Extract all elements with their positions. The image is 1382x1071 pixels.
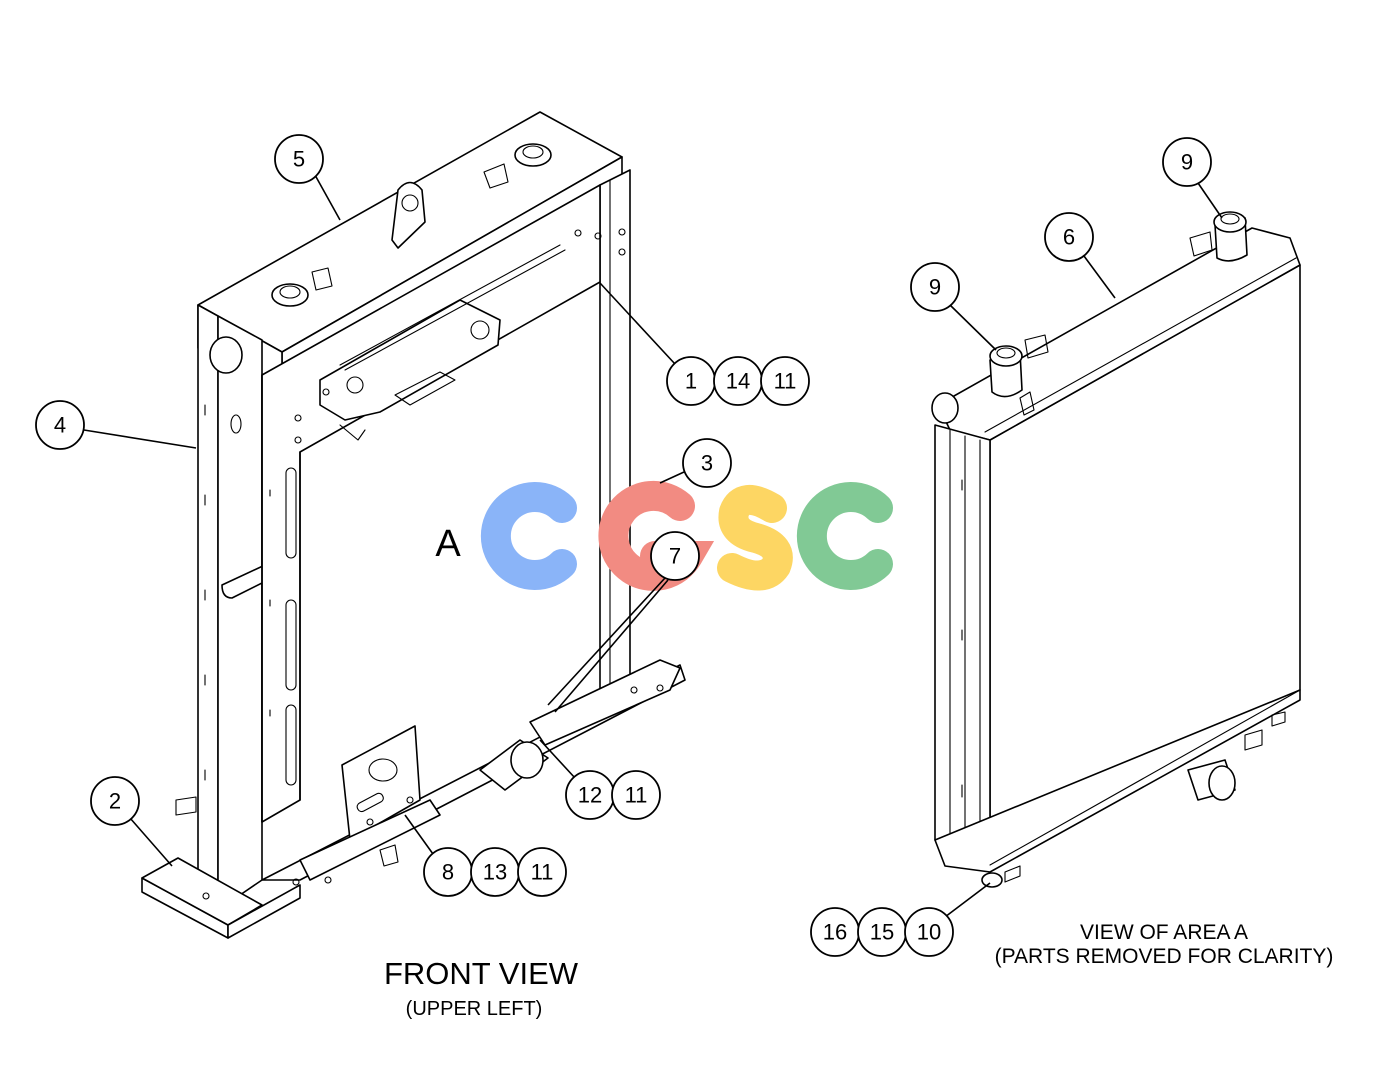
detail-view-title: VIEW OF AREA A xyxy=(1080,921,1248,944)
watermark-letter-s xyxy=(717,485,793,591)
callout-8: 8 xyxy=(442,860,454,885)
callout-3-circle xyxy=(682,438,732,488)
front-view-callouts: 5 4 2 1 14 11 3 7 12 11 8 xyxy=(35,134,810,897)
detail-view-callouts: 9 6 9 16 15 10 xyxy=(810,137,1223,957)
callout-15: 15 xyxy=(870,920,894,945)
callout-1: 1 xyxy=(685,369,697,394)
watermark-letter-c2 xyxy=(796,482,893,590)
callout-12: 12 xyxy=(578,783,602,808)
callout-4: 4 xyxy=(54,413,66,438)
callout-7-circle xyxy=(650,531,700,581)
callout-11a-circle xyxy=(760,356,810,406)
callout-7: 7 xyxy=(669,544,681,569)
front-view-title: FRONT VIEW xyxy=(384,956,579,991)
callout-9b-circle xyxy=(910,262,960,312)
callout-11a: 11 xyxy=(774,369,797,394)
front-view-assembly xyxy=(141,111,686,939)
callout-9a: 9 xyxy=(1181,150,1193,175)
area-label: A xyxy=(435,523,461,565)
callout-11c: 11 xyxy=(531,860,554,885)
callout-6-circle xyxy=(1044,212,1094,262)
callout-11b-circle xyxy=(611,770,661,820)
callout-2: 2 xyxy=(109,789,121,814)
callout-11b: 11 xyxy=(625,783,648,808)
detail-view-radiator xyxy=(931,211,1301,888)
callout-2-circle xyxy=(90,776,140,826)
callout-6: 6 xyxy=(1063,225,1075,250)
callout-10-circle xyxy=(904,907,954,957)
callout-13: 13 xyxy=(483,860,507,885)
callout-5: 5 xyxy=(293,147,305,172)
callout-4-circle xyxy=(35,400,85,450)
callout-10: 10 xyxy=(917,920,941,945)
callout-9b: 9 xyxy=(929,275,941,300)
front-view-subtitle: (UPPER LEFT) xyxy=(406,998,543,1020)
callout-3: 3 xyxy=(701,451,713,476)
detail-view-subtitle: (PARTS REMOVED FOR CLARITY) xyxy=(995,945,1334,968)
callout-9a-circle xyxy=(1162,137,1212,187)
watermark-letter-c1 xyxy=(480,482,577,590)
callout-5-circle xyxy=(274,134,324,184)
callout-11c-circle xyxy=(517,847,567,897)
callout-14: 14 xyxy=(726,369,750,394)
callout-16: 16 xyxy=(823,920,847,945)
